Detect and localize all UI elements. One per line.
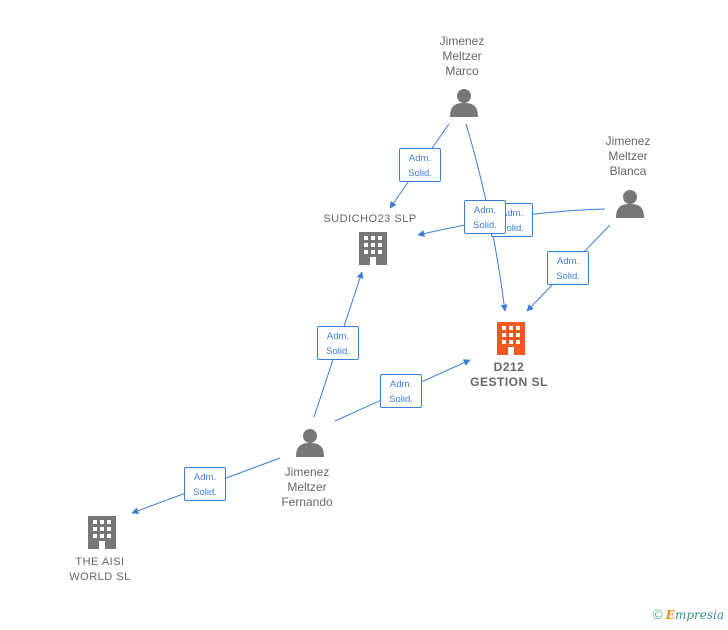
node-label-fernando[interactable]: Jimenez Meltzer Fernando bbox=[252, 465, 362, 510]
edge-label-line: Adm. bbox=[408, 153, 432, 164]
label-line: Jimenez bbox=[439, 34, 485, 48]
person-icon[interactable] bbox=[296, 429, 324, 457]
edge-label-fernando-d212[interactable]: Adm. Solid. bbox=[380, 374, 422, 408]
brand-logo: Empresia bbox=[666, 608, 724, 622]
label-line: Meltzer bbox=[287, 480, 327, 494]
label-line: SUDICHO23 SLP bbox=[323, 213, 417, 225]
edge-label-line: Adm. bbox=[556, 256, 580, 267]
node-label-aisi[interactable]: THE AISI WORLD SL bbox=[40, 555, 160, 585]
edge-label-line: Adm. bbox=[326, 331, 350, 342]
label-line: D212 bbox=[493, 360, 525, 374]
label-line: Jimenez bbox=[605, 134, 651, 148]
label-line: THE AISI bbox=[75, 556, 125, 568]
edge-label-line: Solid. bbox=[389, 394, 413, 405]
edge-label-line: Solid. bbox=[193, 487, 217, 498]
label-line: Meltzer bbox=[608, 149, 648, 163]
brand-initial: E bbox=[665, 608, 675, 622]
building-icon-highlight[interactable] bbox=[497, 322, 525, 355]
person-icon[interactable] bbox=[616, 190, 644, 218]
edge-label-line: Adm. bbox=[500, 208, 524, 219]
person-icon[interactable] bbox=[450, 89, 478, 117]
label-line: Marco bbox=[445, 64, 479, 78]
edge-label-fernando-sudicho[interactable]: Adm. Solid. bbox=[317, 326, 359, 360]
copyright-icon: © bbox=[652, 606, 663, 622]
edge-label-line: Solid. bbox=[500, 223, 524, 234]
label-line: Jimenez bbox=[284, 465, 330, 479]
node-label-d212[interactable]: D212 GESTION SL bbox=[449, 360, 569, 390]
edge-label-line: Adm. bbox=[389, 379, 413, 390]
node-label-blanca[interactable]: Jimenez Meltzer Blanca bbox=[573, 134, 683, 179]
building-icon[interactable] bbox=[88, 516, 116, 549]
edge-label-marco-sudicho[interactable]: Adm. Solid. bbox=[399, 148, 441, 182]
empresia-watermark: ©Empresia bbox=[652, 606, 724, 622]
edge-label-line: Solid. bbox=[556, 271, 580, 282]
label-line: WORLD SL bbox=[69, 571, 131, 583]
edge-label-blanca-d212[interactable]: Adm. Solid. bbox=[547, 251, 589, 285]
brand-rest: mpresia bbox=[674, 608, 724, 622]
edge-label-fernando-aisi[interactable]: Adm. Solid. bbox=[184, 467, 226, 501]
edge-label-line: Solid. bbox=[408, 168, 432, 179]
edge-label-line: Solid. bbox=[473, 220, 497, 231]
label-line: GESTION SL bbox=[470, 375, 548, 389]
edge-label-marco-d212[interactable]: Adm. Solid. bbox=[464, 200, 506, 234]
label-line: Blanca bbox=[609, 164, 647, 178]
label-line: Meltzer bbox=[442, 49, 482, 63]
building-icon[interactable] bbox=[359, 232, 387, 265]
label-line: Fernando bbox=[281, 495, 333, 509]
edge-label-line: Solid. bbox=[326, 346, 350, 357]
edge-label-line: Adm. bbox=[473, 205, 497, 216]
node-label-marco[interactable]: Jimenez Meltzer Marco bbox=[407, 34, 517, 79]
edge-label-line: Adm. bbox=[193, 472, 217, 483]
node-label-sudicho[interactable]: SUDICHO23 SLP bbox=[310, 212, 430, 227]
